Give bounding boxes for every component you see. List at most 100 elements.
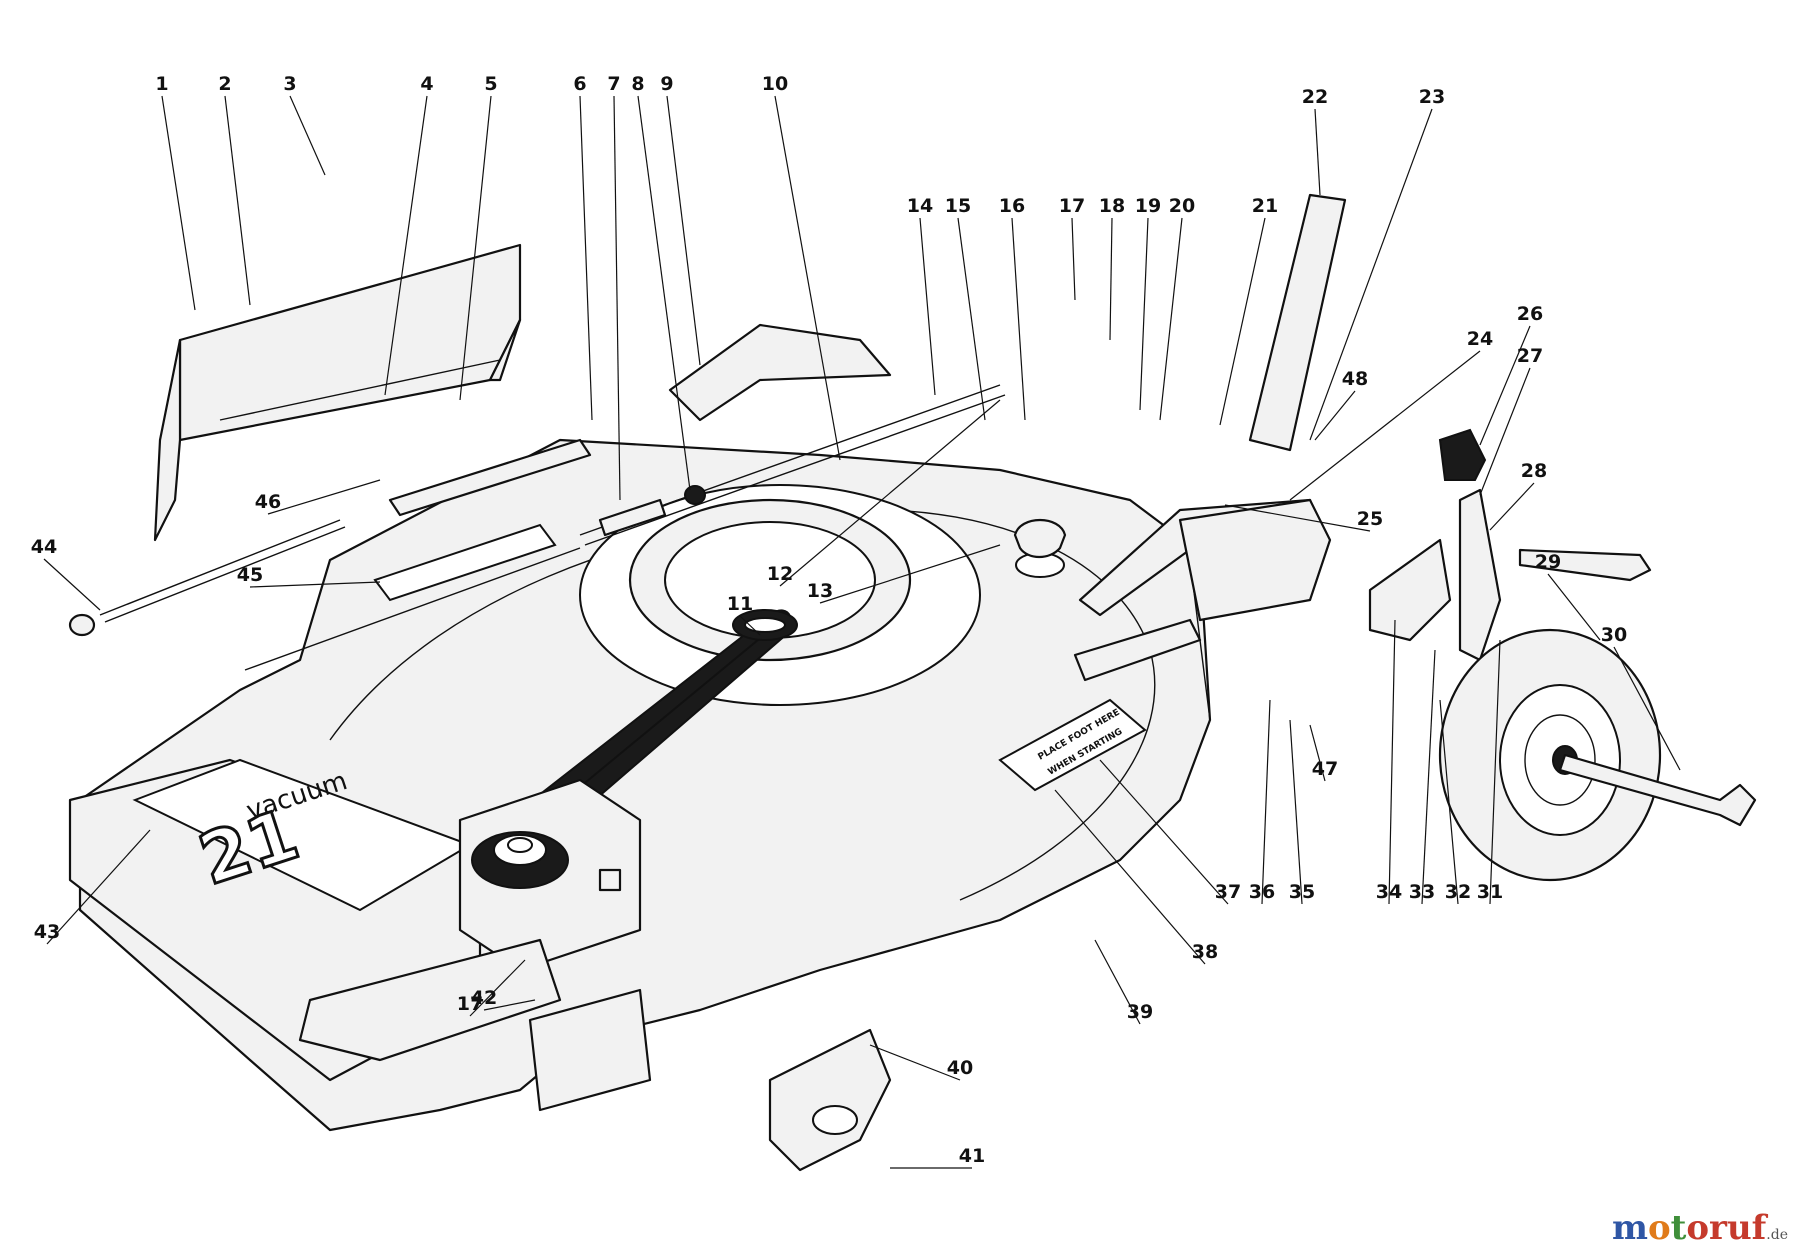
side-plate bbox=[1458, 488, 1502, 662]
leader-10 bbox=[774, 95, 841, 461]
leader-1 bbox=[161, 95, 196, 311]
callout-6: 6 bbox=[573, 73, 586, 95]
leader-29 bbox=[1547, 573, 1601, 641]
fuel-cap bbox=[1013, 518, 1067, 578]
callout-30: 30 bbox=[1601, 624, 1627, 646]
callout-29: 29 bbox=[1535, 551, 1561, 573]
leader-5 bbox=[459, 95, 492, 401]
watermark: motoruf.de bbox=[1612, 1208, 1788, 1248]
callout-leaders bbox=[43, 95, 1681, 1169]
callout-26: 26 bbox=[1517, 303, 1543, 325]
leader-25 bbox=[1224, 504, 1371, 532]
leader-12 bbox=[779, 399, 1001, 587]
callout-17: 17 bbox=[457, 993, 483, 1015]
axle-bolt bbox=[1558, 753, 1757, 827]
leader-31 bbox=[1489, 639, 1501, 905]
callout-28: 28 bbox=[1521, 460, 1547, 482]
rear-guard bbox=[153, 243, 522, 542]
callout-2: 2 bbox=[218, 73, 231, 95]
callout-7: 7 bbox=[607, 73, 620, 95]
callout-20: 20 bbox=[1169, 195, 1195, 217]
callout-42: 42 bbox=[471, 987, 497, 1009]
leader-43 bbox=[46, 829, 151, 945]
callout-9: 9 bbox=[660, 73, 673, 95]
callout-5: 5 bbox=[484, 73, 497, 95]
leader-19 bbox=[1139, 217, 1149, 411]
callout-43: 43 bbox=[34, 921, 60, 943]
callout-21: 21 bbox=[1252, 195, 1278, 217]
callout-14: 14 bbox=[907, 195, 933, 217]
leader-17 bbox=[469, 959, 526, 1017]
leader-16 bbox=[1011, 217, 1026, 421]
callout-24: 24 bbox=[1467, 328, 1493, 350]
leader-23 bbox=[1309, 108, 1433, 441]
leader-11 bbox=[739, 615, 761, 636]
leader-35 bbox=[1289, 719, 1303, 905]
callout-17: 17 bbox=[1059, 195, 1085, 217]
callout-48: 48 bbox=[1342, 368, 1368, 390]
callout-13: 13 bbox=[807, 580, 833, 602]
rear-bracket bbox=[1178, 498, 1332, 622]
callout-11: 11 bbox=[727, 593, 753, 615]
leader-6 bbox=[579, 95, 593, 421]
leader-27 bbox=[1479, 367, 1531, 496]
leader-39 bbox=[1094, 939, 1141, 1025]
callout-45: 45 bbox=[237, 564, 263, 586]
watermark-o: o bbox=[1647, 1208, 1671, 1248]
callout-41: 41 bbox=[959, 1145, 985, 1167]
leader-24 bbox=[1289, 350, 1481, 501]
callout-46: 46 bbox=[255, 491, 281, 513]
leader-38 bbox=[1054, 789, 1206, 965]
leader-9 bbox=[666, 95, 701, 366]
leader-2 bbox=[224, 95, 251, 306]
leader-18 bbox=[1109, 217, 1113, 341]
leader-37 bbox=[1099, 759, 1229, 905]
callout-33: 33 bbox=[1409, 881, 1435, 903]
leader-28 bbox=[1489, 482, 1535, 531]
leader-36 bbox=[1261, 699, 1271, 905]
callout-34: 34 bbox=[1376, 881, 1402, 903]
leader-15 bbox=[957, 217, 986, 421]
leader-21 bbox=[1219, 217, 1266, 426]
leader-14 bbox=[919, 217, 936, 396]
callout-4: 4 bbox=[420, 73, 433, 95]
callout-3: 3 bbox=[283, 73, 296, 95]
callout-27: 27 bbox=[1517, 345, 1543, 367]
watermark-t: t bbox=[1670, 1208, 1687, 1248]
handle-arm bbox=[1248, 193, 1347, 452]
leader-33 bbox=[1421, 649, 1436, 905]
callout-37: 37 bbox=[1215, 881, 1241, 903]
leader-7 bbox=[613, 95, 621, 501]
leader-44 bbox=[43, 558, 101, 611]
callout-8: 8 bbox=[631, 73, 644, 95]
callout-31: 31 bbox=[1477, 881, 1503, 903]
lower-rod bbox=[244, 547, 581, 671]
rear-wheel bbox=[1438, 628, 1662, 882]
leader-20 bbox=[1159, 217, 1183, 421]
callout-16: 16 bbox=[999, 195, 1025, 217]
callout-44: 44 bbox=[31, 536, 57, 558]
rod-plate-45 bbox=[373, 523, 557, 602]
leader-13 bbox=[819, 544, 1001, 604]
callout-23: 23 bbox=[1419, 86, 1445, 108]
leader-48 bbox=[1314, 390, 1356, 441]
callout-25: 25 bbox=[1357, 508, 1383, 530]
callout-38: 38 bbox=[1192, 941, 1218, 963]
leader-34 bbox=[1388, 619, 1396, 905]
wheel-bolt bbox=[1518, 548, 1652, 582]
watermark-oruf: oruf bbox=[1686, 1208, 1767, 1248]
leader-4 bbox=[384, 95, 428, 396]
watermark-m: m bbox=[1611, 1208, 1648, 1248]
callout-40: 40 bbox=[947, 1057, 973, 1079]
bracket-9 bbox=[668, 323, 892, 422]
callout-35: 35 bbox=[1289, 881, 1315, 903]
leader-8 bbox=[637, 95, 691, 491]
callout-22: 22 bbox=[1302, 86, 1328, 108]
leader-47 bbox=[1309, 724, 1326, 782]
height-adjust-rod bbox=[388, 384, 1006, 546]
leader-17 bbox=[1071, 217, 1076, 301]
front-height-gear bbox=[768, 1028, 892, 1172]
leader-42 bbox=[483, 999, 536, 1011]
leader-45 bbox=[249, 581, 381, 588]
